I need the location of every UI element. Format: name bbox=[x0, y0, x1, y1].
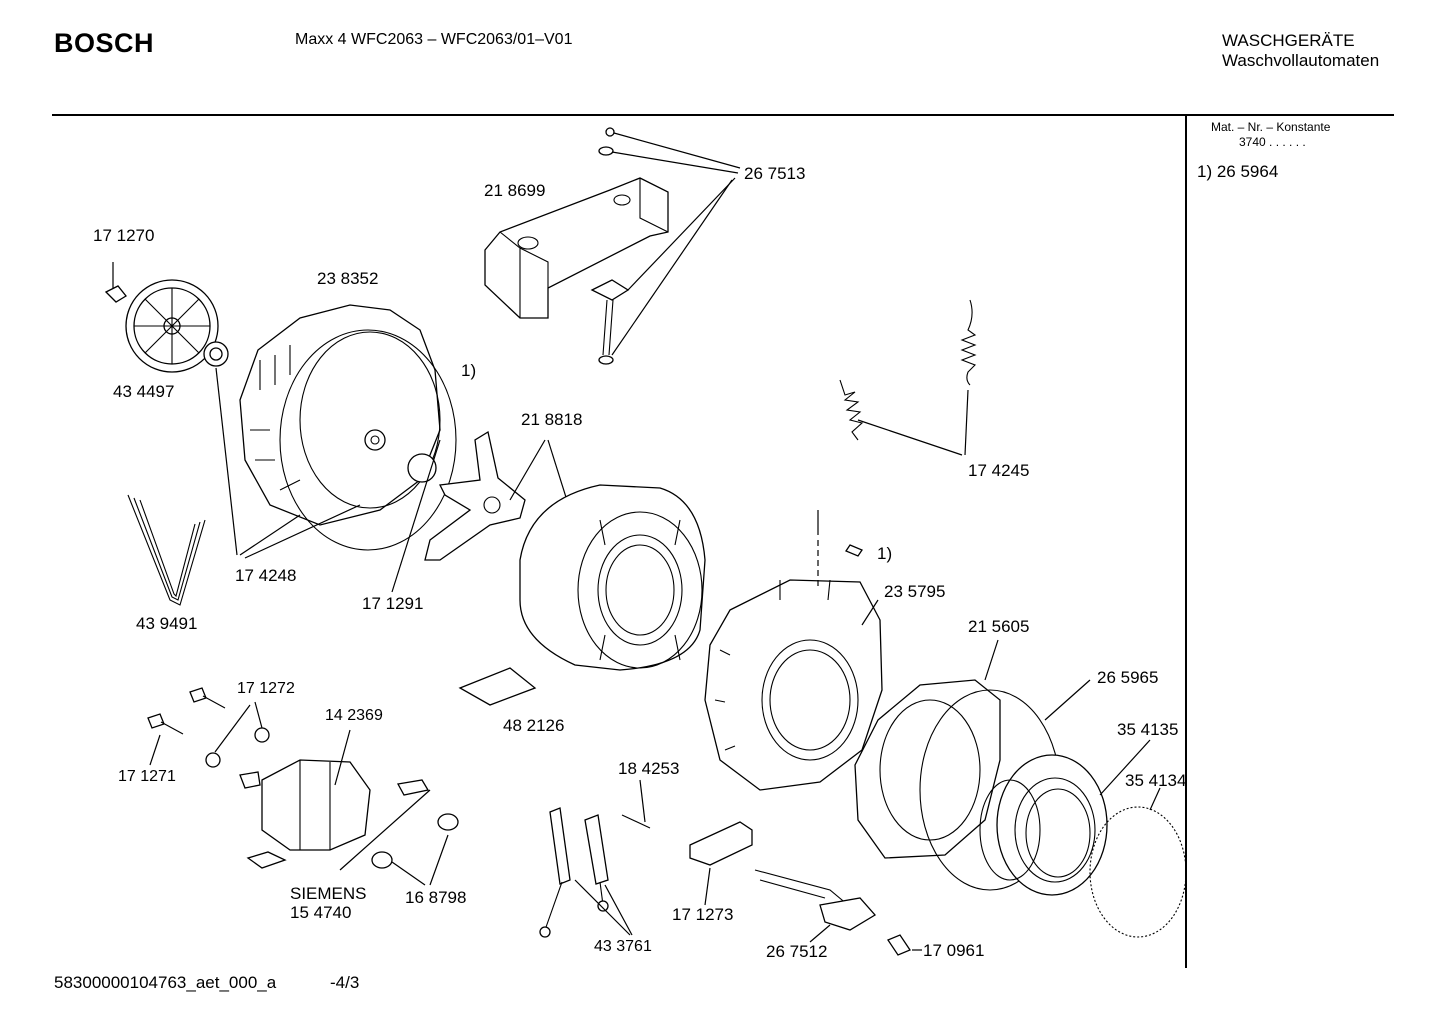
leader-433761 bbox=[574, 879, 631, 936]
model-title: Maxx 4 WFC2063 – WFC2063/01–V01 bbox=[295, 31, 573, 48]
pulley-part bbox=[104, 262, 219, 373]
page-number: -4/3 bbox=[330, 973, 360, 992]
part-label-171272: 17 1272 bbox=[237, 680, 295, 697]
leader-168798 bbox=[429, 834, 449, 886]
part-label-218699: 21 8699 bbox=[484, 181, 546, 200]
door-lock-part bbox=[689, 821, 753, 866]
bracket-part bbox=[458, 667, 537, 706]
footnote-marker-1: 1) bbox=[461, 361, 477, 380]
part-label-154740: 15 4740 bbox=[290, 903, 352, 922]
footnote-marker-2: 1) bbox=[877, 544, 893, 563]
leader-235795 bbox=[861, 599, 879, 626]
screw-parts bbox=[147, 687, 270, 768]
part-label-142369: 14 2369 bbox=[325, 707, 383, 724]
leader-142369 bbox=[334, 729, 351, 786]
screw-184253 bbox=[621, 814, 651, 829]
sidebar-heading: Mat. – Nr. – Konstante bbox=[1211, 120, 1331, 134]
leader-171291 bbox=[391, 439, 441, 593]
leader-174248 bbox=[215, 367, 361, 559]
part-label-433761: 43 3761 bbox=[594, 938, 652, 955]
belt-part bbox=[127, 494, 206, 606]
category-title: WASCHGERÄTE bbox=[1222, 31, 1355, 50]
part-label-174245: 17 4245 bbox=[968, 461, 1030, 480]
front-tub-part bbox=[704, 544, 883, 791]
sidebar-constant: 3740 . . . . . . bbox=[1239, 135, 1306, 149]
spring-part bbox=[839, 299, 977, 441]
sidebar-footnote: 1) 26 5964 bbox=[1197, 162, 1279, 181]
part-label-238352: 23 8352 bbox=[317, 269, 379, 288]
leader-218818a bbox=[509, 439, 546, 501]
plug-parts bbox=[371, 813, 459, 869]
part-label-354134: 35 4134 bbox=[1125, 771, 1187, 790]
header-divider bbox=[52, 114, 1394, 116]
document-id: 58300000104763_aet_000_a bbox=[54, 973, 277, 992]
part-label-265965: 26 5965 bbox=[1097, 668, 1159, 687]
door-seal-part bbox=[854, 679, 1001, 859]
manufacturer-label: SIEMENS bbox=[290, 884, 367, 903]
leader-267512 bbox=[809, 924, 831, 943]
rear-tub-part bbox=[239, 304, 457, 551]
leader-171273 bbox=[704, 867, 711, 906]
counterweight-part bbox=[484, 127, 669, 365]
shock-absorber-parts bbox=[539, 807, 609, 938]
leader-354135 bbox=[1099, 739, 1151, 796]
brand-logo: BOSCH bbox=[54, 28, 155, 58]
heater-part bbox=[754, 869, 877, 931]
part-label-218818: 21 8818 bbox=[521, 410, 583, 429]
leader-215605 bbox=[984, 639, 999, 681]
part-label-354135: 35 4135 bbox=[1117, 720, 1179, 739]
leader-174245 bbox=[857, 389, 969, 456]
leader-265965 bbox=[1044, 679, 1091, 721]
leader-171271 bbox=[149, 734, 161, 766]
bellows-part bbox=[979, 754, 1108, 896]
part-label-267512: 26 7512 bbox=[766, 942, 828, 961]
sensor-part bbox=[887, 934, 911, 956]
part-label-215605: 21 5605 bbox=[968, 617, 1030, 636]
part-label-171271: 17 1271 bbox=[118, 768, 176, 785]
part-label-439491: 43 9491 bbox=[136, 614, 198, 633]
category-subtitle: Waschvollautomaten bbox=[1222, 51, 1380, 70]
part-label-174248: 17 4248 bbox=[235, 566, 297, 585]
spider-flange-part bbox=[424, 430, 526, 561]
part-label-171273: 17 1273 bbox=[672, 905, 734, 924]
leader-354134 bbox=[1149, 787, 1161, 811]
part-label-171270: 17 1270 bbox=[93, 226, 155, 245]
drum-part bbox=[519, 484, 706, 671]
wire-ring-part bbox=[1089, 806, 1187, 938]
part-label-171291: 17 1291 bbox=[362, 594, 424, 613]
part-label-170961: 17 0961 bbox=[923, 941, 985, 960]
part-label-482126: 48 2126 bbox=[503, 716, 565, 735]
part-label-184253: 18 4253 bbox=[618, 759, 680, 778]
leader-171272 bbox=[254, 701, 263, 729]
part-label-434497: 43 4497 bbox=[113, 382, 175, 401]
leader-267513 bbox=[611, 132, 741, 356]
sidebar-divider bbox=[1185, 116, 1187, 968]
motor-part bbox=[239, 759, 430, 869]
part-label-235795: 23 5795 bbox=[884, 582, 946, 601]
part-label-168798: 16 8798 bbox=[405, 888, 467, 907]
part-label-267513: 26 7513 bbox=[744, 164, 806, 183]
leader-siemens bbox=[339, 789, 431, 871]
